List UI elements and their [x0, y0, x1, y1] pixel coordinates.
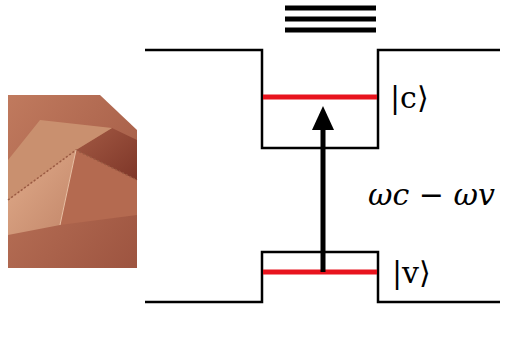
pyramid-image: [8, 95, 137, 268]
c-level: [263, 95, 377, 100]
continuum-levels: [285, 8, 376, 30]
state-label: |v⟩: [392, 258, 431, 288]
state-label: |c⟩: [390, 83, 429, 113]
transition-arrow: [312, 106, 334, 272]
transition-label: ωc − ωv: [368, 180, 495, 210]
v-level: [263, 270, 377, 275]
